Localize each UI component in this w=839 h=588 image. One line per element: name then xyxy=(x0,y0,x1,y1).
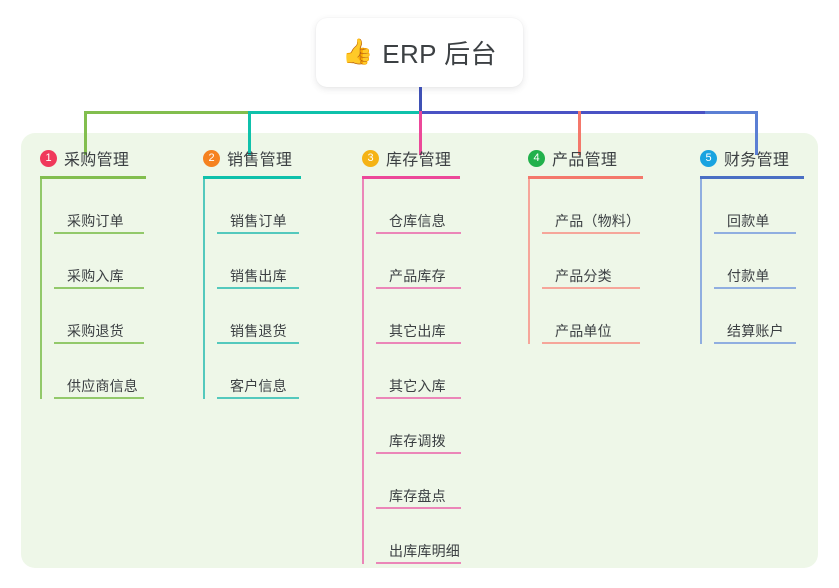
branch-leaf-list-4: 产品（物料） 产品分类产品单位 xyxy=(528,179,643,344)
leaf-item[interactable]: 其它入库 xyxy=(376,344,461,399)
leaf-item[interactable]: 产品（物料） xyxy=(542,179,640,234)
leaf-item-label: 结算账户 xyxy=(727,323,784,339)
branch-leg-2 xyxy=(248,111,251,155)
bus-segment-green xyxy=(84,111,250,114)
leaf-item[interactable]: 供应商信息 xyxy=(54,344,144,399)
branch-column-4: 4 产品管理产品（物料） 产品分类产品单位 xyxy=(528,146,643,344)
leaf-item-label: 采购订单 xyxy=(67,213,124,229)
branch-title-2: 销售管理 xyxy=(227,152,293,169)
leaf-item-label: 销售出库 xyxy=(230,268,287,284)
branch-badge-5: 5 xyxy=(700,149,717,167)
branch-header-5[interactable]: 5 财务管理 xyxy=(700,146,804,179)
branch-leg-3 xyxy=(419,111,422,155)
leaf-item-label: 客户信息 xyxy=(230,378,287,394)
leaf-item-label: 销售订单 xyxy=(230,213,287,229)
root-node-label: ERP 后台 xyxy=(382,39,497,69)
leaf-item-label: 产品（物料） xyxy=(555,213,641,229)
leaf-item[interactable]: 仓库信息 xyxy=(376,179,461,234)
leaf-item[interactable]: 采购入库 xyxy=(54,234,144,289)
leaf-item-label: 出库库明细 xyxy=(389,543,460,559)
branch-badge-4: 4 xyxy=(528,149,545,167)
leaf-item[interactable]: 库存盘点 xyxy=(376,454,461,509)
leaf-item-label: 产品库存 xyxy=(389,268,446,284)
leaf-item-label: 产品单位 xyxy=(555,323,612,339)
branch-header-2[interactable]: 2 销售管理 xyxy=(203,146,301,179)
leaf-item[interactable]: 出库库明细 xyxy=(376,509,461,564)
branches-panel xyxy=(21,133,818,568)
leaf-item[interactable]: 采购订单 xyxy=(54,179,144,234)
leaf-item[interactable]: 产品单位 xyxy=(542,289,640,344)
branch-column-1: 1 采购管理采购订单采购入库采购退货供应商信息 xyxy=(40,146,146,399)
leaf-item[interactable]: 采购退货 xyxy=(54,289,144,344)
leaf-item[interactable]: 产品分类 xyxy=(542,234,640,289)
leaf-item[interactable]: 销售出库 xyxy=(217,234,299,289)
branch-title-4: 产品管理 xyxy=(552,152,618,169)
branch-column-5: 5 财务管理回款单付款单结算账户 xyxy=(700,146,804,344)
leaf-item-label: 产品分类 xyxy=(555,268,612,284)
leaf-item-label: 采购入库 xyxy=(67,268,124,284)
bus-segment-teal xyxy=(248,111,421,114)
leaf-item[interactable]: 结算账户 xyxy=(714,289,796,344)
leaf-item-label: 付款单 xyxy=(727,268,770,284)
leaf-item[interactable]: 库存调拨 xyxy=(376,399,461,454)
leaf-item[interactable]: 客户信息 xyxy=(217,344,299,399)
branch-leaf-list-1: 采购订单采购入库采购退货供应商信息 xyxy=(40,179,146,399)
root-node[interactable]: 👍 ERP 后台 xyxy=(316,18,523,87)
leaf-item-label: 库存调拨 xyxy=(389,433,446,449)
branch-leaf-list-3: 仓库信息产品库存其它出库其它入库库存调拨库存盘点出库库明细 xyxy=(362,179,461,564)
leaf-item[interactable]: 销售退货 xyxy=(217,289,299,344)
leaf-item-label: 仓库信息 xyxy=(389,213,446,229)
leaf-item[interactable]: 产品库存 xyxy=(376,234,461,289)
branch-header-1[interactable]: 1 采购管理 xyxy=(40,146,146,179)
leaf-item[interactable]: 销售订单 xyxy=(217,179,299,234)
bus-segment-indigo xyxy=(419,111,707,114)
branch-leaf-list-5: 回款单付款单结算账户 xyxy=(700,179,804,344)
branch-title-1: 采购管理 xyxy=(64,152,130,169)
leaf-item-label: 回款单 xyxy=(727,213,770,229)
leaf-item[interactable]: 其它出库 xyxy=(376,289,461,344)
thumbs-up-icon: 👍 xyxy=(342,37,374,66)
leaf-item[interactable]: 付款单 xyxy=(714,234,796,289)
leaf-item-label: 采购退货 xyxy=(67,323,124,339)
branch-leg-5 xyxy=(755,111,758,155)
bus-segment-blue xyxy=(705,111,758,114)
branch-leg-4 xyxy=(578,111,581,155)
branch-badge-1: 1 xyxy=(40,149,57,167)
leaf-item-label: 销售退货 xyxy=(230,323,287,339)
branch-column-3: 3 库存管理仓库信息产品库存其它出库其它入库库存调拨库存盘点出库库明细 xyxy=(362,146,461,564)
leaf-item[interactable]: 回款单 xyxy=(714,179,796,234)
branch-badge-3: 3 xyxy=(362,149,379,167)
branch-title-5: 财务管理 xyxy=(724,152,790,169)
branch-badge-2: 2 xyxy=(203,149,220,167)
root-stem-connector xyxy=(419,87,422,113)
branch-leaf-list-2: 销售订单销售出库销售退货客户信息 xyxy=(203,179,301,399)
branch-title-3: 库存管理 xyxy=(386,152,452,169)
branch-header-4[interactable]: 4 产品管理 xyxy=(528,146,643,179)
branch-column-2: 2 销售管理销售订单销售出库销售退货客户信息 xyxy=(203,146,301,399)
leaf-item-label: 库存盘点 xyxy=(389,488,446,504)
leaf-item-label: 其它出库 xyxy=(389,323,446,339)
leaf-item-label: 供应商信息 xyxy=(67,378,138,394)
branch-leg-1 xyxy=(84,111,87,155)
leaf-item-label: 其它入库 xyxy=(389,378,446,394)
branch-header-3[interactable]: 3 库存管理 xyxy=(362,146,460,179)
